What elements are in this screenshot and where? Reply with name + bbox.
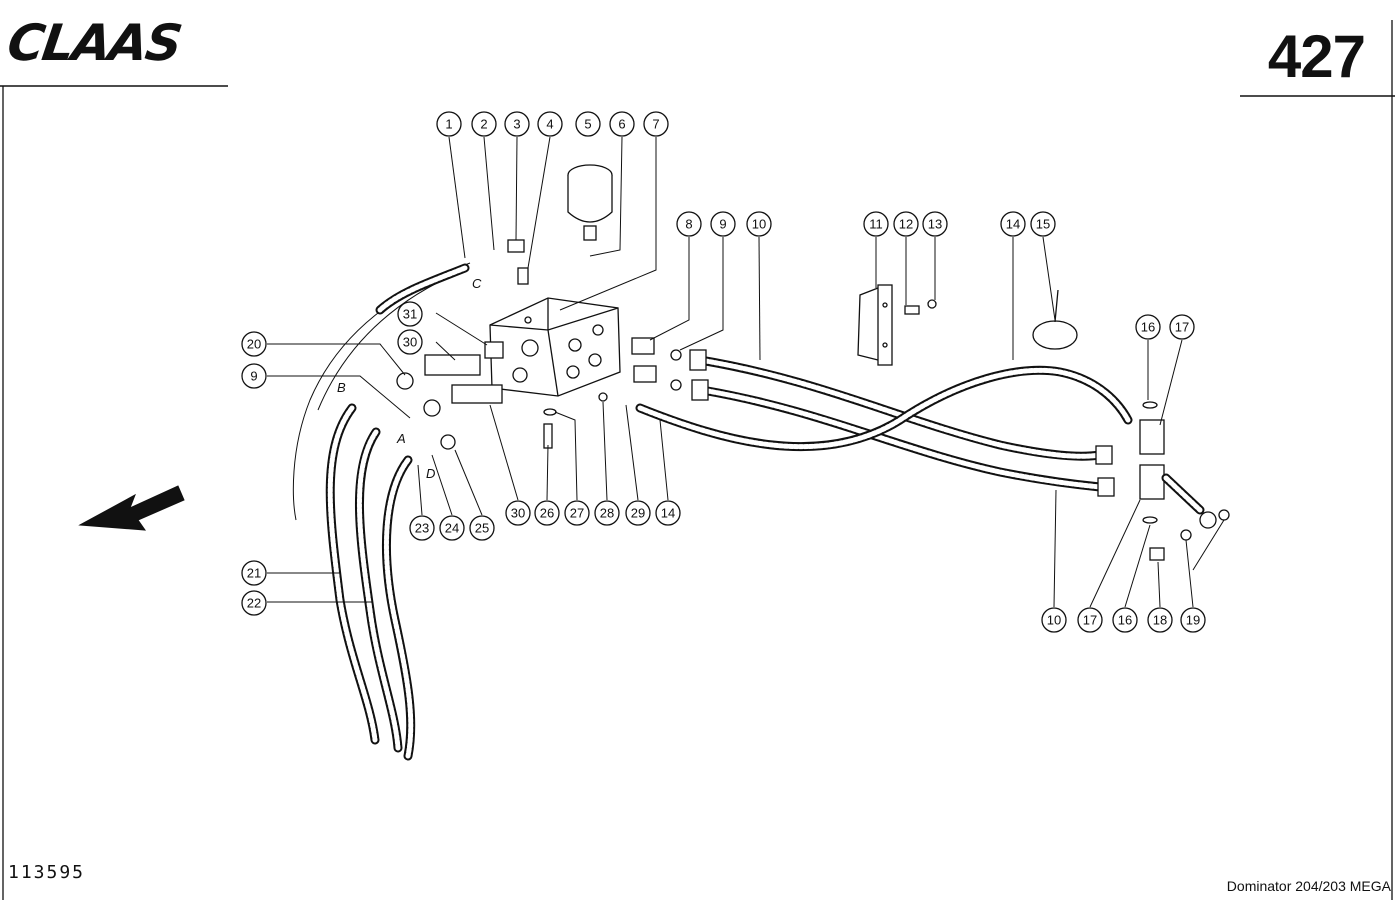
accumulator [567, 164, 613, 241]
callout-9: 9 [710, 211, 736, 237]
callout-30-bottom: 30 [505, 500, 531, 526]
svg-text:14: 14 [1006, 217, 1020, 232]
svg-text:19: 19 [1186, 613, 1200, 628]
bracket-and-clamp [857, 284, 1078, 366]
callout-26: 26 [534, 500, 560, 526]
svg-text:5: 5 [584, 117, 591, 132]
port-label-c: C [472, 276, 482, 291]
callout-24: 24 [439, 515, 465, 541]
svg-text:17: 17 [1175, 320, 1189, 335]
svg-text:3: 3 [513, 117, 520, 132]
callout-10-bottom: 10 [1041, 607, 1067, 633]
callout-14: 14 [1000, 211, 1026, 237]
svg-text:2: 2 [480, 117, 487, 132]
svg-text:21: 21 [247, 566, 261, 581]
svg-text:16: 16 [1141, 320, 1155, 335]
svg-text:8: 8 [685, 217, 692, 232]
port-label-a: A [396, 431, 406, 446]
fittings-left [396, 239, 529, 450]
svg-text:23: 23 [415, 521, 429, 536]
svg-text:13: 13 [928, 217, 942, 232]
hose-bundle-21-22 [292, 262, 471, 761]
callout-23: 23 [409, 515, 435, 541]
callout-14-bottom: 14 [655, 500, 681, 526]
callout-15: 15 [1030, 211, 1056, 237]
page-number: 427 [1267, 23, 1366, 90]
callout-29: 29 [625, 500, 651, 526]
callout-7: 7 [643, 111, 669, 137]
callout-16: 16 [1135, 314, 1161, 340]
svg-text:26: 26 [540, 506, 554, 521]
svg-text:17: 17 [1083, 613, 1097, 628]
svg-text:12: 12 [899, 217, 913, 232]
callout-1: 1 [436, 111, 462, 137]
callout-13: 13 [922, 211, 948, 237]
direction-arrow [78, 485, 185, 531]
svg-text:15: 15 [1036, 217, 1050, 232]
callout-16-bottom: 16 [1112, 607, 1138, 633]
callout-22: 22 [241, 590, 267, 616]
callout-31: 31 [397, 301, 423, 327]
callout-4: 4 [537, 111, 563, 137]
callout-19: 19 [1180, 607, 1206, 633]
svg-text:28: 28 [600, 506, 614, 521]
svg-text:27: 27 [570, 506, 584, 521]
svg-text:10: 10 [1047, 613, 1061, 628]
callout-5: 5 [575, 111, 601, 137]
callout-2: 2 [471, 111, 497, 137]
callout-21: 21 [241, 560, 267, 586]
tee-fittings [1139, 401, 1230, 561]
fittings-right [543, 337, 682, 449]
callout-30-top: 30 [397, 329, 423, 355]
drawing-code: 113595 [8, 862, 86, 883]
svg-text:29: 29 [631, 506, 645, 521]
model-name: Dominator 204/203 MEGA [1226, 878, 1391, 894]
svg-text:20: 20 [247, 337, 261, 352]
svg-text:4: 4 [546, 117, 553, 132]
callout-20: 20 [241, 331, 267, 357]
callout-18: 18 [1147, 607, 1173, 633]
svg-text:25: 25 [475, 521, 489, 536]
port-label-d: D [426, 466, 435, 481]
svg-text:11: 11 [869, 217, 883, 232]
svg-text:9: 9 [719, 217, 726, 232]
callout-8: 8 [676, 211, 702, 237]
svg-text:6: 6 [618, 117, 625, 132]
leader-lines [267, 136, 1225, 608]
svg-text:7: 7 [652, 117, 659, 132]
callout-11: 11 [863, 211, 889, 237]
callout-9-left: 9 [241, 363, 267, 389]
svg-text:16: 16 [1118, 613, 1132, 628]
callout-17-bottom: 17 [1077, 607, 1103, 633]
port-label-b: B [337, 380, 346, 395]
svg-text:9: 9 [250, 369, 257, 384]
svg-text:18: 18 [1153, 613, 1167, 628]
svg-text:24: 24 [445, 521, 459, 536]
callout-25: 25 [469, 515, 495, 541]
svg-text:31: 31 [403, 307, 417, 322]
callout-12: 12 [893, 211, 919, 237]
hose-bundle-10-14 [635, 349, 1133, 497]
callout-27: 27 [564, 500, 590, 526]
svg-text:14: 14 [661, 506, 675, 521]
callout-17: 17 [1169, 314, 1195, 340]
callout-3: 3 [504, 111, 530, 137]
valve-block [489, 297, 621, 397]
svg-text:1: 1 [445, 117, 452, 132]
svg-text:10: 10 [752, 217, 766, 232]
svg-text:30: 30 [511, 506, 525, 521]
callout-10: 10 [746, 211, 772, 237]
svg-text:22: 22 [247, 596, 261, 611]
callout-28: 28 [594, 500, 620, 526]
svg-text:30: 30 [403, 335, 417, 350]
callout-6: 6 [609, 111, 635, 137]
